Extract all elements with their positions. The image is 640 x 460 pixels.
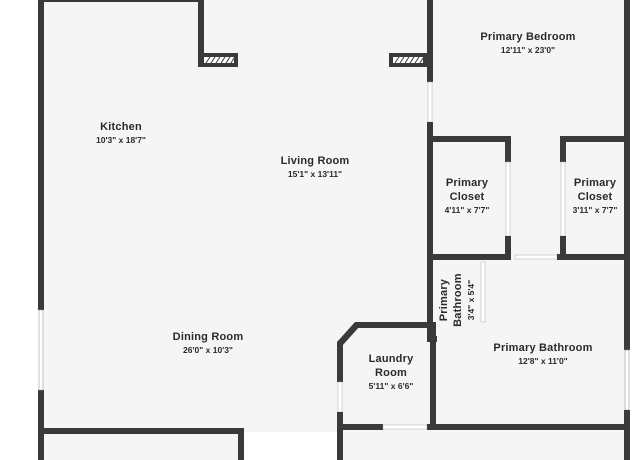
wall-closet2-left-upper xyxy=(560,136,566,162)
room-dimensions: 26'0" x 10'3" xyxy=(183,344,233,355)
room-dimensions: 3'4" x 5'4" xyxy=(465,279,476,321)
wall-right-lower xyxy=(624,410,630,460)
opening-laundry-left xyxy=(337,381,343,413)
room-name: Living Room xyxy=(280,155,350,167)
room-name: Primary Bathroom xyxy=(493,342,593,354)
wall-left-lower xyxy=(38,390,44,460)
room-name: Kitchen xyxy=(100,121,142,133)
opening-bedroom-left xyxy=(427,81,433,123)
hatch-pattern-left xyxy=(205,56,235,64)
wall-bedroom-left-lower xyxy=(427,122,433,322)
room-dimensions: 12'11" x 23'0" xyxy=(500,44,556,55)
window-right xyxy=(624,349,630,411)
wall-laundry-top xyxy=(355,322,435,328)
wall-hatch-left xyxy=(204,57,234,63)
window-left xyxy=(38,309,44,391)
room-dimensions: 4'11" x 7'7" xyxy=(444,204,490,215)
wall-bottom-left xyxy=(38,428,244,434)
opening-closets-bottom xyxy=(514,254,558,260)
wall-right-upper xyxy=(624,0,630,350)
room-name: Primary Closet xyxy=(573,177,617,203)
floor-bedroom xyxy=(430,0,626,256)
room-name: Primary Bathroom xyxy=(437,273,464,327)
opening-bottom-right xyxy=(382,424,428,430)
wall-top-left xyxy=(38,0,198,2)
wall-left-upper xyxy=(38,0,44,310)
wall-top-stub xyxy=(198,0,204,56)
wall-bottom-left-right xyxy=(238,428,244,460)
room-name: Primary Bedroom xyxy=(480,31,576,43)
room-primary-closet-1: Primary Closet 4'11" x 7'7" xyxy=(433,177,501,215)
wall-closets-bottom-right xyxy=(557,254,630,260)
hatch-pattern-right xyxy=(394,56,424,64)
floor-lower-left xyxy=(42,432,240,460)
wall-smallbath-left xyxy=(427,256,433,342)
room-dimensions: 5'11" x 6'6" xyxy=(368,380,414,391)
room-name: Dining Room xyxy=(172,331,244,343)
floor-areas xyxy=(42,0,626,460)
room-primary-bathroom-small: Primary Bathroom 3'4" x 5'4" xyxy=(438,260,476,340)
floor-lower-right xyxy=(342,426,626,460)
room-dimensions: 15'1" x 13'11" xyxy=(287,168,343,179)
walls xyxy=(38,0,630,460)
wall-closet1-top xyxy=(427,136,511,142)
wall-laundry-right xyxy=(430,322,436,428)
room-dimensions: 3'11" x 7'7" xyxy=(572,204,618,215)
room-kitchen: Kitchen 10'3" x 18'7" xyxy=(71,121,171,145)
room-living-room: Living Room 15'1" x 13'11" xyxy=(255,155,375,179)
room-primary-closet-2: Primary Closet 3'11" x 7'7" xyxy=(564,177,626,215)
room-dining-room: Dining Room 26'0" x 10'3" xyxy=(148,331,268,355)
wall-closet2-left-lower xyxy=(560,236,566,260)
room-name: Primary Closet xyxy=(445,177,489,203)
opening-smallbath-right xyxy=(480,261,486,323)
wall-closet1-right-upper xyxy=(505,136,511,162)
room-dimensions: 12'8" x 11'0" xyxy=(518,355,568,366)
room-primary-bedroom: Primary Bedroom 12'11" x 23'0" xyxy=(468,31,588,55)
wall-bottom-right-b xyxy=(427,424,630,430)
floor-main xyxy=(42,0,430,432)
wall-bottom-right-a xyxy=(337,424,383,430)
floor-bath-area xyxy=(430,256,626,426)
wall-laundry-left-lower xyxy=(337,412,343,460)
room-name: Laundry Room xyxy=(368,353,414,379)
room-laundry-room: Laundry Room 5'11" x 6'6" xyxy=(355,353,427,391)
wall-closet2-top xyxy=(560,136,630,142)
wall-closets-bottom-left xyxy=(427,254,511,260)
wall-laundry-left-upper xyxy=(337,342,343,382)
wall-laundry-diagonal xyxy=(337,322,360,346)
room-primary-bathroom: Primary Bathroom 12'8" x 11'0" xyxy=(478,342,608,366)
opening-closet1-right xyxy=(505,161,511,237)
wall-hatch-right xyxy=(393,57,423,63)
room-dimensions: 10'3" x 18'7" xyxy=(96,134,146,145)
wall-closet1-right-lower xyxy=(505,236,511,260)
wall-bedroom-left-upper xyxy=(427,0,433,82)
